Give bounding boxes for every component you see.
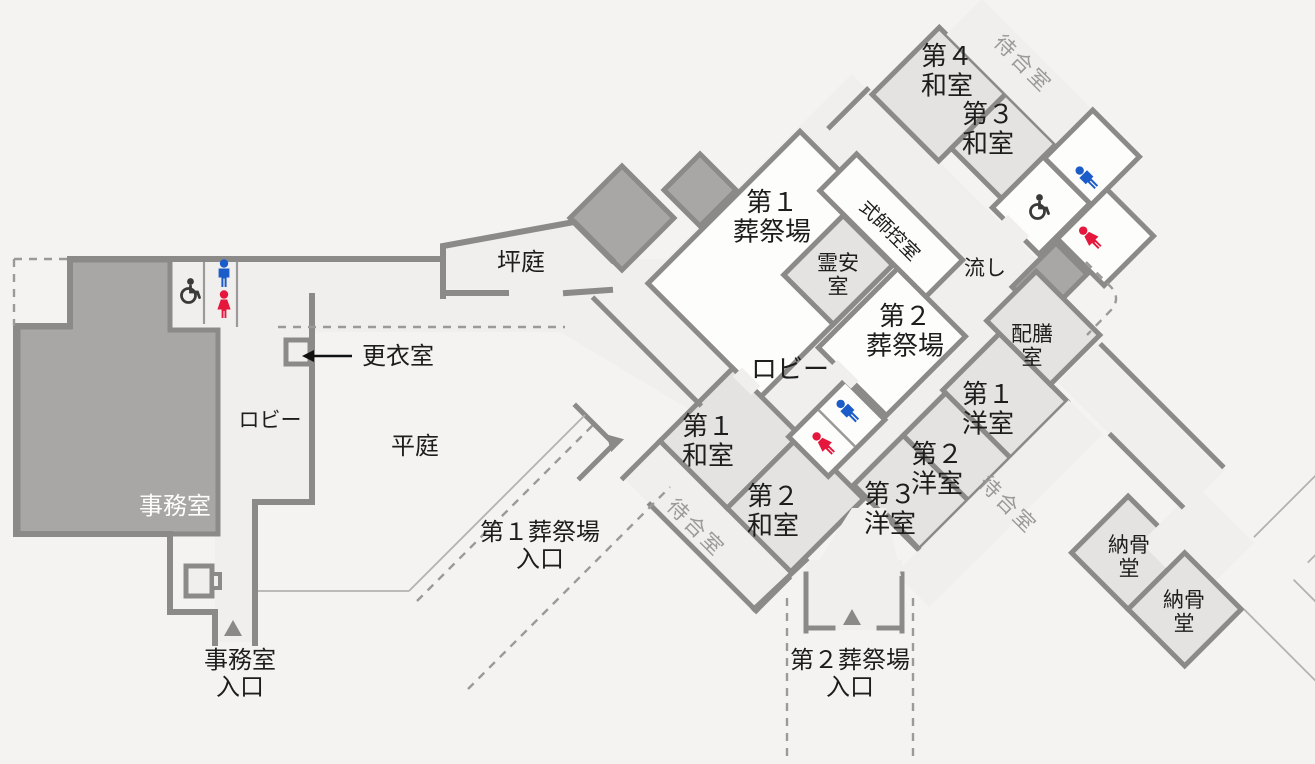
entrance-booth-box xyxy=(183,563,215,599)
label-washitsu4: 第４和室 xyxy=(921,42,973,101)
label-lobby-left: ロビー xyxy=(239,408,302,432)
room-haizen xyxy=(983,267,1104,388)
diagonal-complex xyxy=(589,0,1315,683)
label-office-entrance: 事務室入口 xyxy=(204,646,276,701)
label-nokotsudo1: 納骨堂 xyxy=(1108,533,1150,581)
hall2-entrance-triangle xyxy=(843,609,861,625)
hall1-entrance-dash-b xyxy=(467,486,671,690)
vestibule-v-floor xyxy=(809,508,901,576)
label-lobby-center: ロビー xyxy=(751,355,829,385)
label-washitsu2: 第２和室 xyxy=(747,482,799,541)
hall1-entrance-dash-a xyxy=(416,423,595,602)
room-female-wc xyxy=(1053,185,1158,289)
walkway-entrance-pocket xyxy=(572,402,618,482)
hall1-entrance-triangle xyxy=(606,434,625,453)
corridor-machiai-se xyxy=(895,400,1103,608)
label-jimushitsu: 事務室 xyxy=(139,492,211,520)
garden-block-2 xyxy=(660,150,740,230)
room-male-wc xyxy=(1041,106,1143,209)
label-yoshitsu3: 第３洋室 xyxy=(864,480,916,539)
thin-walkways xyxy=(1243,426,1315,683)
left-restroom xyxy=(202,262,239,327)
diagonal-walls xyxy=(590,86,1226,615)
side-exit-dash-arc xyxy=(1085,261,1118,336)
label-reian: 霊安室 xyxy=(817,251,859,299)
label-nagashi: 流し xyxy=(964,256,1006,280)
corridor-machiai-ne xyxy=(946,0,1102,155)
left-building-walls xyxy=(13,218,617,646)
label-haizen: 配膳室 xyxy=(1011,322,1053,370)
label-hall1: 第１葬祭場 xyxy=(733,188,811,247)
label-tsuboniwa: 坪庭 xyxy=(497,248,545,276)
label-hall2-entrance: 第２葬祭場入口 xyxy=(790,646,910,701)
outdoor-path-lines xyxy=(258,414,586,592)
label-kouishitsu: 更衣室 xyxy=(362,342,434,370)
room-shikishi xyxy=(816,150,967,301)
restroom-divider xyxy=(817,409,857,448)
office-entrance-triangle xyxy=(224,620,242,636)
label-yoshitsu2: 第２洋室 xyxy=(911,440,963,499)
changing-room-arrow xyxy=(302,350,352,362)
label-nokotsudo2: 納骨堂 xyxy=(1163,588,1205,636)
misc-walls xyxy=(183,337,905,634)
label-hall2: 第２葬祭場 xyxy=(866,302,944,361)
dashed-paths xyxy=(12,257,1118,758)
label-washitsu1: 第１和室 xyxy=(682,412,734,471)
label-hall1-entrance: 第１葬祭場入口 xyxy=(480,518,600,573)
label-yoshitsu1: 第１洋室 xyxy=(962,380,1014,439)
changing-room-box xyxy=(283,337,313,367)
vestibule-wing-walls xyxy=(750,512,922,613)
label-washitsu3: 第３和室 xyxy=(962,100,1014,159)
label-hiraniwa: 平庭 xyxy=(391,432,439,460)
room-nokotsudo2 xyxy=(1124,549,1245,670)
